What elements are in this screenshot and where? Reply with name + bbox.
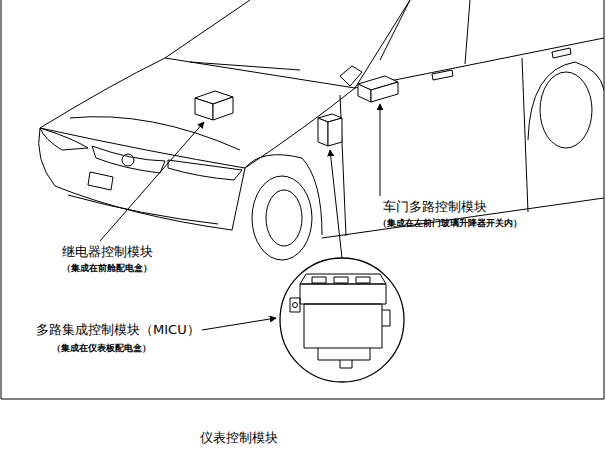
wheel	[540, 72, 592, 148]
part-name: 仪表控制模块	[200, 430, 278, 446]
leader-line	[380, 104, 381, 196]
note-text: （集成在左前门玻璃升降器开关内）	[378, 218, 522, 229]
note-text: （集成在前舱配电盒）	[62, 263, 152, 274]
wheel-arch	[528, 62, 604, 140]
detail-circle	[280, 258, 404, 382]
leader-line	[100, 122, 204, 241]
sill-line	[322, 198, 604, 238]
micu-detail	[290, 274, 390, 368]
frame	[1, 0, 604, 399]
door-module	[358, 76, 398, 102]
hood-crease	[70, 117, 240, 150]
note-text: （集成在仪表板配电盒）	[52, 343, 151, 354]
door-handle	[432, 70, 453, 80]
grille	[92, 146, 165, 173]
micu-module	[318, 114, 342, 146]
leader-line	[202, 318, 276, 330]
headlight	[40, 128, 88, 150]
mirror	[340, 66, 362, 86]
bumper	[39, 128, 245, 230]
logo	[122, 154, 134, 166]
wheel-rim	[266, 190, 302, 246]
part-name: 继电器控制模块	[62, 244, 153, 260]
door-edge	[340, 58, 528, 236]
leader-line	[330, 150, 342, 258]
side-window	[380, 0, 470, 64]
windshield	[165, 0, 410, 88]
door-handle	[552, 48, 571, 58]
headlight	[168, 160, 242, 180]
part-name: 多路集成控制模块（MICU）	[36, 322, 200, 338]
wheel	[252, 176, 312, 260]
part-name: 车门多路控制模块	[383, 199, 487, 215]
bumper-intake	[68, 195, 218, 224]
license-plate	[88, 172, 113, 190]
hood	[40, 58, 355, 168]
relay-module	[195, 91, 233, 120]
